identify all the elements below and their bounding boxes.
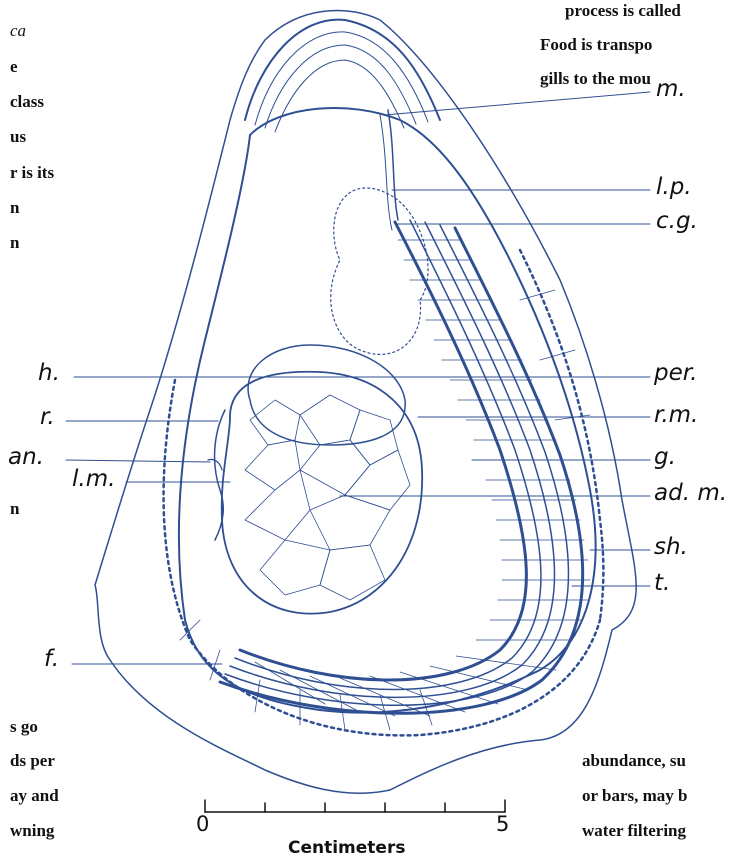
label-f: f. — [44, 648, 59, 671]
leader-line — [66, 460, 210, 462]
labial-palp — [388, 110, 398, 220]
scale-end-label: 5 — [496, 812, 509, 836]
gill-band — [235, 220, 541, 690]
gill-band — [225, 225, 569, 705]
label-cerebral-ganglion: c.g. — [656, 210, 698, 233]
label-anus: an. — [8, 446, 44, 469]
pericardium — [248, 345, 405, 445]
mantle-radial-lines — [180, 290, 590, 730]
scale-caption: Centimeters — [288, 838, 405, 858]
hinge-ridge — [265, 45, 416, 128]
scale-bar — [205, 800, 505, 812]
gonad-region — [331, 188, 428, 354]
outer-shell-outline — [95, 10, 636, 793]
label-retractor-muscle: r.m. — [654, 404, 698, 427]
gill-band — [240, 222, 526, 680]
label-tentacles: t. — [654, 572, 670, 595]
label-heart: h. — [38, 362, 60, 385]
mantle-outline — [179, 108, 596, 713]
scale-start-label: 0 — [196, 812, 209, 836]
hinge-ridge — [275, 60, 404, 132]
label-pericardium: per. — [654, 362, 697, 385]
leader-line — [384, 92, 650, 115]
label-shell: sh. — [654, 536, 688, 559]
label-labial-palp: l.p. — [656, 176, 692, 199]
hinge-ridge — [255, 32, 428, 125]
label-mouth: m. — [656, 78, 686, 101]
label-l-m: l.m. — [72, 468, 115, 491]
label-adductor-muscle: ad. m. — [654, 482, 727, 505]
label-gill: g. — [654, 446, 676, 469]
label-rectum: r. — [40, 406, 55, 429]
adductor-texture — [245, 395, 410, 600]
